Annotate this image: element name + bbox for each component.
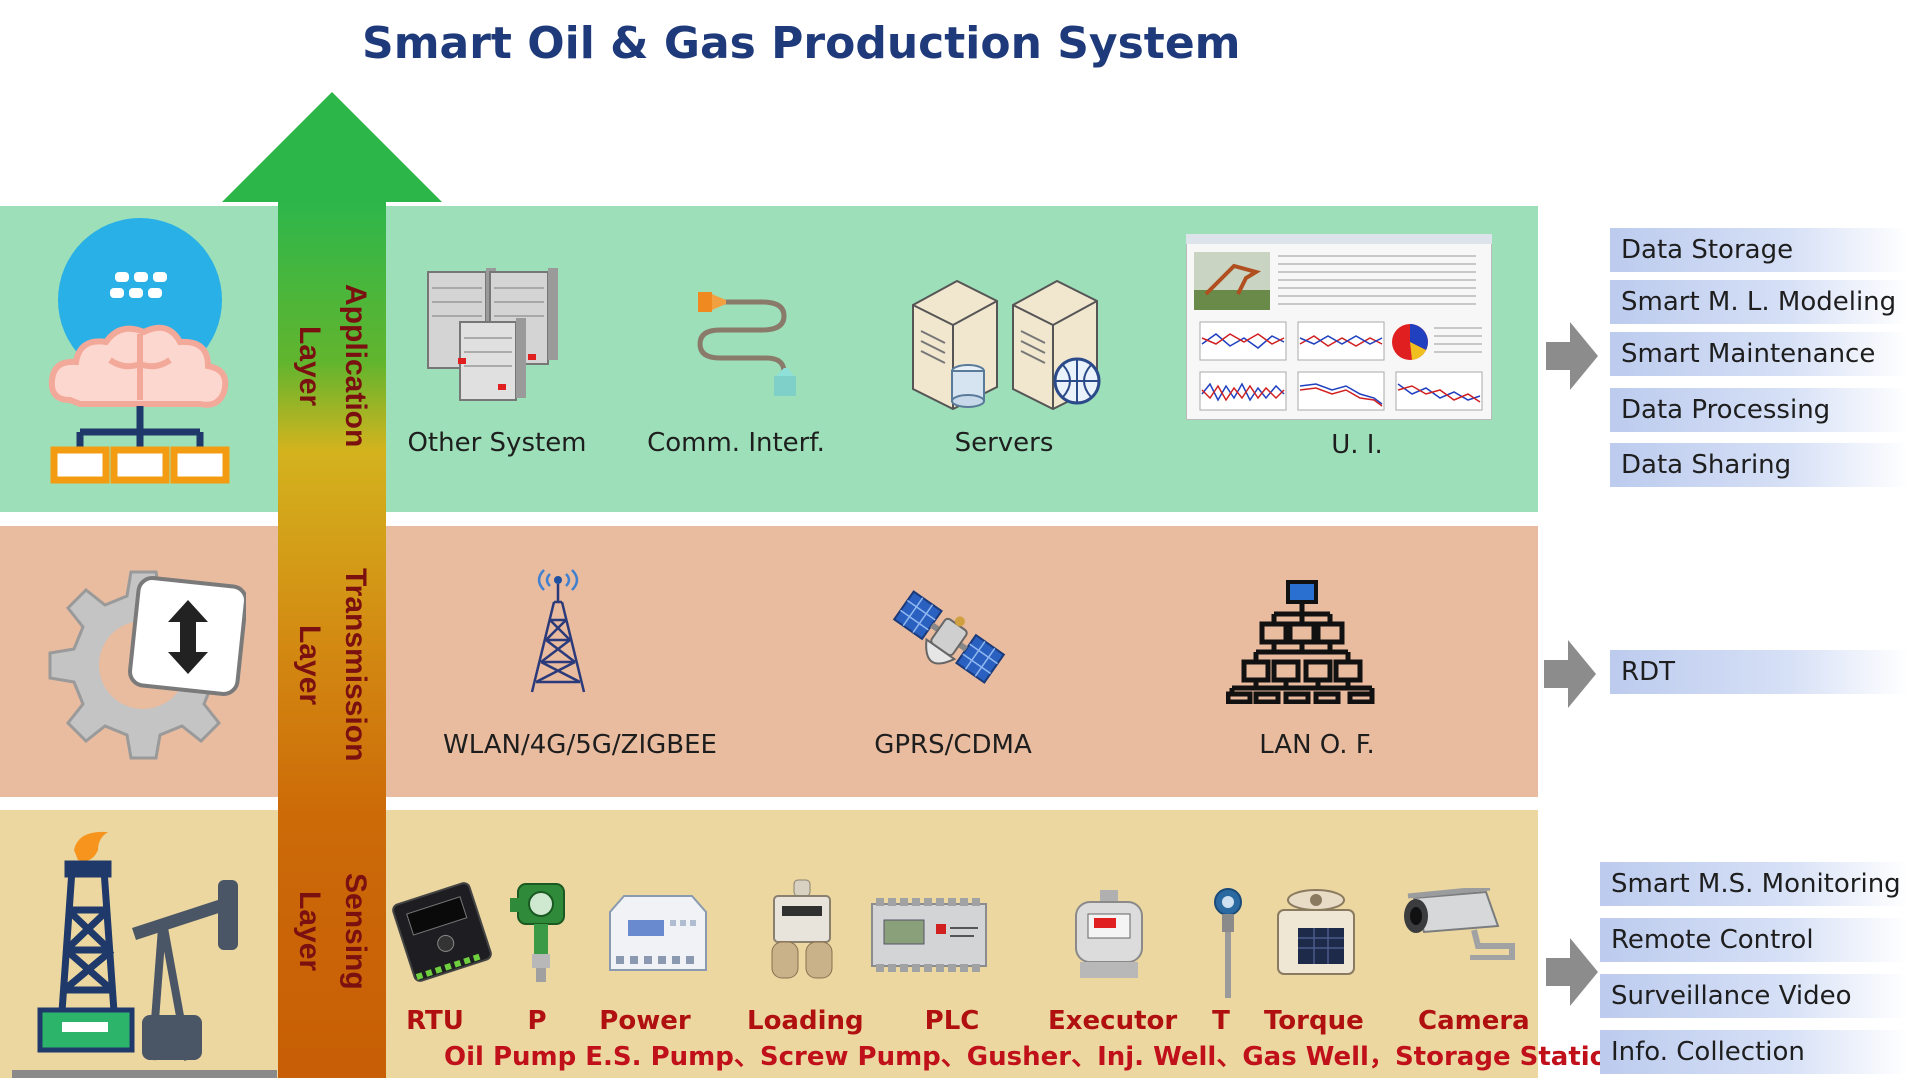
trans-function-box: RDT bbox=[1610, 650, 1908, 694]
camera-icon bbox=[1404, 888, 1515, 960]
sensing-device-executor: Executor bbox=[1048, 1006, 1178, 1036]
application-layer-label: Application Layer bbox=[293, 284, 372, 448]
sense-function-box: Smart M.S. Monitoring bbox=[1600, 862, 1908, 906]
pressure-gauge-icon bbox=[510, 883, 565, 982]
app-function-box: Data Storage bbox=[1610, 228, 1908, 272]
sensing-device-rtu: RTU bbox=[406, 1006, 464, 1036]
server-pair-icon bbox=[912, 279, 1101, 410]
app-item-comm-interf: Comm. Interf. bbox=[647, 428, 825, 458]
sensing-device-camera: Camera bbox=[1418, 1006, 1530, 1036]
gray-arrow-icon bbox=[1546, 938, 1598, 1006]
plc-icon bbox=[871, 898, 987, 972]
app-function-box: Smart Maintenance bbox=[1610, 332, 1908, 376]
sensing-device-loading: Loading bbox=[747, 1006, 864, 1036]
network-tree-icon bbox=[1226, 580, 1375, 704]
sensing-device-p: P bbox=[527, 1006, 547, 1036]
oil-rig-icon bbox=[12, 831, 277, 1078]
app-item-servers: Servers bbox=[954, 428, 1054, 458]
sense-function-box: Remote Control bbox=[1600, 918, 1908, 962]
server-rack-icon bbox=[427, 268, 558, 401]
diagram-title: Smart Oil & Gas Production System bbox=[362, 18, 1241, 69]
trans-item-lan: LAN O. F. bbox=[1259, 730, 1375, 760]
trans-item-wlan: WLAN/4G/5G/ZIGBEE bbox=[442, 730, 717, 760]
layer-arrow-shaft bbox=[278, 206, 386, 1078]
executor-icon bbox=[1075, 890, 1143, 978]
sensing-targets: Oil Pump E.S. Pump、Screw Pump、Gusher、Inj… bbox=[444, 1042, 1627, 1072]
app-function-box: Data Sharing bbox=[1610, 443, 1908, 487]
thermometer-icon bbox=[1214, 888, 1242, 998]
layer-arrow-neck bbox=[278, 200, 386, 210]
torque-sensor-icon bbox=[1277, 889, 1355, 975]
app-function-box: Smart M. L. Modeling bbox=[1610, 280, 1908, 324]
cloud-brain-icon bbox=[48, 218, 230, 484]
gear-arrows-icon bbox=[48, 570, 246, 760]
sensing-device-plc: PLC bbox=[924, 1006, 980, 1036]
power-meter-icon bbox=[609, 895, 707, 971]
sense-function-box: Info. Collection bbox=[1600, 1030, 1908, 1074]
ui-screen-icon bbox=[1186, 234, 1492, 420]
transmission-layer-label: Transmission Layer bbox=[293, 568, 372, 762]
layer-arrow-head bbox=[222, 92, 442, 202]
sensing-layer-label: Sensing Layer bbox=[293, 872, 372, 990]
rtu-icon bbox=[392, 882, 492, 982]
app-function-box: Data Processing bbox=[1610, 388, 1908, 432]
satellite-icon bbox=[892, 590, 1006, 684]
load-sensor-icon bbox=[771, 879, 833, 979]
app-item-ui: U. I. bbox=[1331, 430, 1383, 460]
sensing-device-torque: Torque bbox=[1264, 1006, 1364, 1036]
sensing-device-power: Power bbox=[599, 1006, 691, 1036]
trans-item-gprs: GPRS/CDMA bbox=[874, 730, 1032, 760]
sensing-device-t: T bbox=[1212, 1006, 1230, 1036]
gray-arrow-icon bbox=[1546, 322, 1598, 390]
antenna-tower-icon bbox=[530, 569, 586, 693]
app-item-other-system: Other System bbox=[407, 428, 587, 458]
sense-function-box: Surveillance Video bbox=[1600, 974, 1908, 1018]
cable-icon bbox=[697, 292, 796, 396]
gray-arrow-icon bbox=[1544, 640, 1596, 708]
